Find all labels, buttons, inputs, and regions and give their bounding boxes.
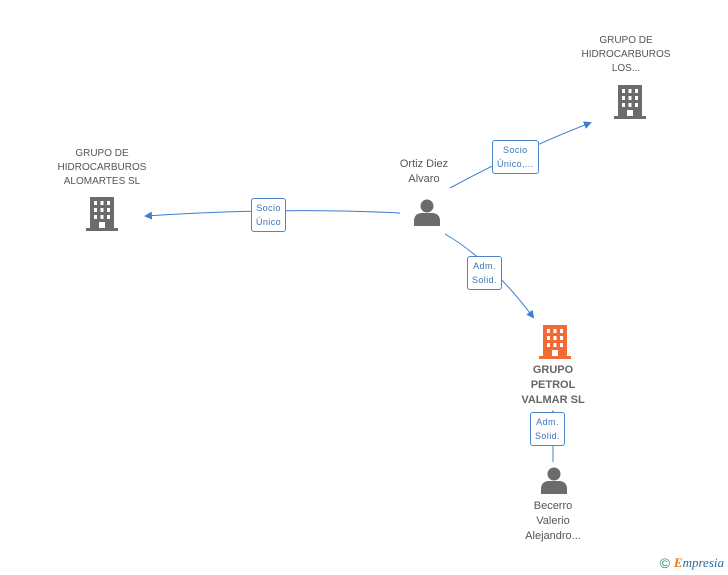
edge-label-adm-solid-ortiz[interactable]: Adm. Solid. [467,256,502,290]
edge-label-socio-unico-alomartes[interactable]: Socio Único [251,198,287,232]
footer-brand[interactable]: © Empresia [660,555,724,571]
grupo-petrol-valmar-label: GRUPO PETROL VALMAR SL [521,364,585,406]
copyright-icon: © [659,555,670,571]
becerro-name-label: Becerro Valerio Alejandro... [525,500,581,542]
building-icon-grupo-alomartes[interactable] [86,197,118,231]
empresia-logo: Empresia [673,555,724,570]
edge-label-socio-unico-los[interactable]: Socio Único,... [492,140,539,174]
ortiz-name-label: Ortiz Diez Alvaro [399,158,449,185]
grupo-alomartes-label: GRUPO DE HIDROCARBUROS ALOMARTES SL [57,148,147,187]
building-icon-grupo-petrol-valmar[interactable] [539,325,571,359]
edge-label-adm-solid-becerro[interactable]: Adm. Solid. [530,412,565,446]
person-icon-ortiz[interactable] [413,198,441,226]
grupo-los-label: GRUPO DE HIDROCARBUROS LOS... [581,35,671,74]
person-icon-becerro[interactable] [540,466,568,494]
building-icon-grupo-los[interactable] [614,85,646,119]
